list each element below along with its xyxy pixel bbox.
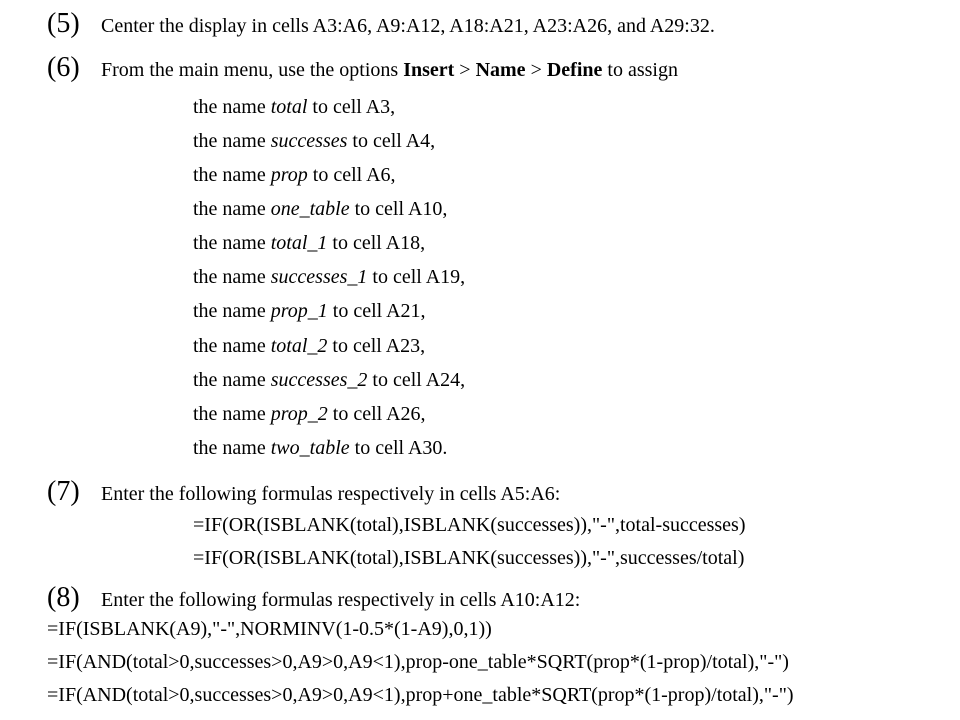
menu-name: Name <box>475 59 526 81</box>
assignment-prefix: the name <box>193 437 271 459</box>
assignment-suffix: to cell A4, <box>347 130 436 152</box>
step-text: Enter the following formulas respectivel… <box>101 483 561 505</box>
name-assignment: the name successes_1 to cell A19, <box>193 266 465 289</box>
formula: =IF(ISBLANK(A9),"-",NORMINV(1-0.5*(1-A9)… <box>47 618 492 640</box>
name-assignment: the name total_1 to cell A18, <box>193 232 425 255</box>
assignment-suffix: to cell A26, <box>327 403 426 425</box>
assignment-name: successes_2 <box>270 369 368 391</box>
assignment-prefix: the name <box>193 266 271 288</box>
step-number: (5) <box>47 8 80 39</box>
name-assignment: the name prop to cell A6, <box>193 164 396 187</box>
menu-separator: > <box>525 59 547 81</box>
step-number: (6) <box>47 52 80 83</box>
assignment-prefix: the name <box>193 369 271 391</box>
step-8: (8) Enter the following formulas respect… <box>47 582 580 614</box>
step-6: (6) From the main menu, use the options … <box>47 52 678 84</box>
step-text: From the main menu, use the options Inse… <box>101 59 678 82</box>
assignment-prefix: the name <box>193 232 271 254</box>
name-assignment: the name one_table to cell A10, <box>193 198 447 221</box>
assignment-suffix: to cell A24, <box>367 369 466 391</box>
assignment-prefix: the name <box>193 130 271 152</box>
assignment-suffix: to cell A10, <box>349 198 448 220</box>
assignment-name: total <box>270 96 308 118</box>
name-assignment: the name total to cell A3, <box>193 96 395 119</box>
step-text-after: to assign <box>602 59 678 81</box>
assignment-prefix: the name <box>193 198 271 220</box>
name-assignment: the name two_table to cell A30. <box>193 437 447 460</box>
assignment-name: one_table <box>270 198 350 220</box>
step-text-before: From the main menu, use the options <box>101 59 404 81</box>
assignment-name: successes_1 <box>270 266 368 288</box>
assignment-name: prop <box>270 164 308 186</box>
formula: =IF(OR(ISBLANK(total),ISBLANK(successes)… <box>193 547 745 569</box>
name-assignment: the name successes to cell A4, <box>193 130 435 153</box>
step-number: (7) <box>47 476 80 507</box>
assignment-suffix: to cell A23, <box>327 335 426 357</box>
assignment-name: successes <box>270 130 348 152</box>
assignment-prefix: the name <box>193 403 271 425</box>
assignment-suffix: to cell A6, <box>307 164 396 186</box>
assignment-suffix: to cell A3, <box>307 96 396 118</box>
assignment-name: total_2 <box>270 335 328 357</box>
step-text: Center the display in cells A3:A6, A9:A1… <box>101 15 715 37</box>
name-assignment: the name successes_2 to cell A24, <box>193 369 465 392</box>
menu-separator: > <box>454 59 476 81</box>
name-assignment: the name total_2 to cell A23, <box>193 335 425 358</box>
assignment-suffix: to cell A18, <box>327 232 426 254</box>
assignment-name: prop_1 <box>270 300 328 322</box>
step-number: (8) <box>47 582 80 613</box>
assignment-name: two_table <box>270 437 350 459</box>
assignment-suffix: to cell A21, <box>327 300 426 322</box>
name-assignment: the name prop_1 to cell A21, <box>193 300 426 323</box>
step-5: (5) Center the display in cells A3:A6, A… <box>47 8 715 40</box>
assignment-prefix: the name <box>193 300 271 322</box>
assignment-prefix: the name <box>193 96 271 118</box>
name-assignment: the name prop_2 to cell A26, <box>193 403 426 426</box>
assignment-name: total_1 <box>270 232 328 254</box>
formula: =IF(AND(total>0,successes>0,A9>0,A9<1),p… <box>47 684 794 706</box>
assignment-suffix: to cell A19, <box>367 266 466 288</box>
step-7: (7) Enter the following formulas respect… <box>47 476 560 508</box>
formula: =IF(OR(ISBLANK(total),ISBLANK(successes)… <box>193 514 746 536</box>
step-text: Enter the following formulas respectivel… <box>101 589 581 611</box>
assignment-name: prop_2 <box>270 403 328 425</box>
menu-define: Define <box>546 59 603 81</box>
menu-insert: Insert <box>403 59 455 81</box>
assignment-suffix: to cell A30. <box>349 437 448 459</box>
assignment-prefix: the name <box>193 335 271 357</box>
assignment-prefix: the name <box>193 164 271 186</box>
formula: =IF(AND(total>0,successes>0,A9>0,A9<1),p… <box>47 651 789 673</box>
